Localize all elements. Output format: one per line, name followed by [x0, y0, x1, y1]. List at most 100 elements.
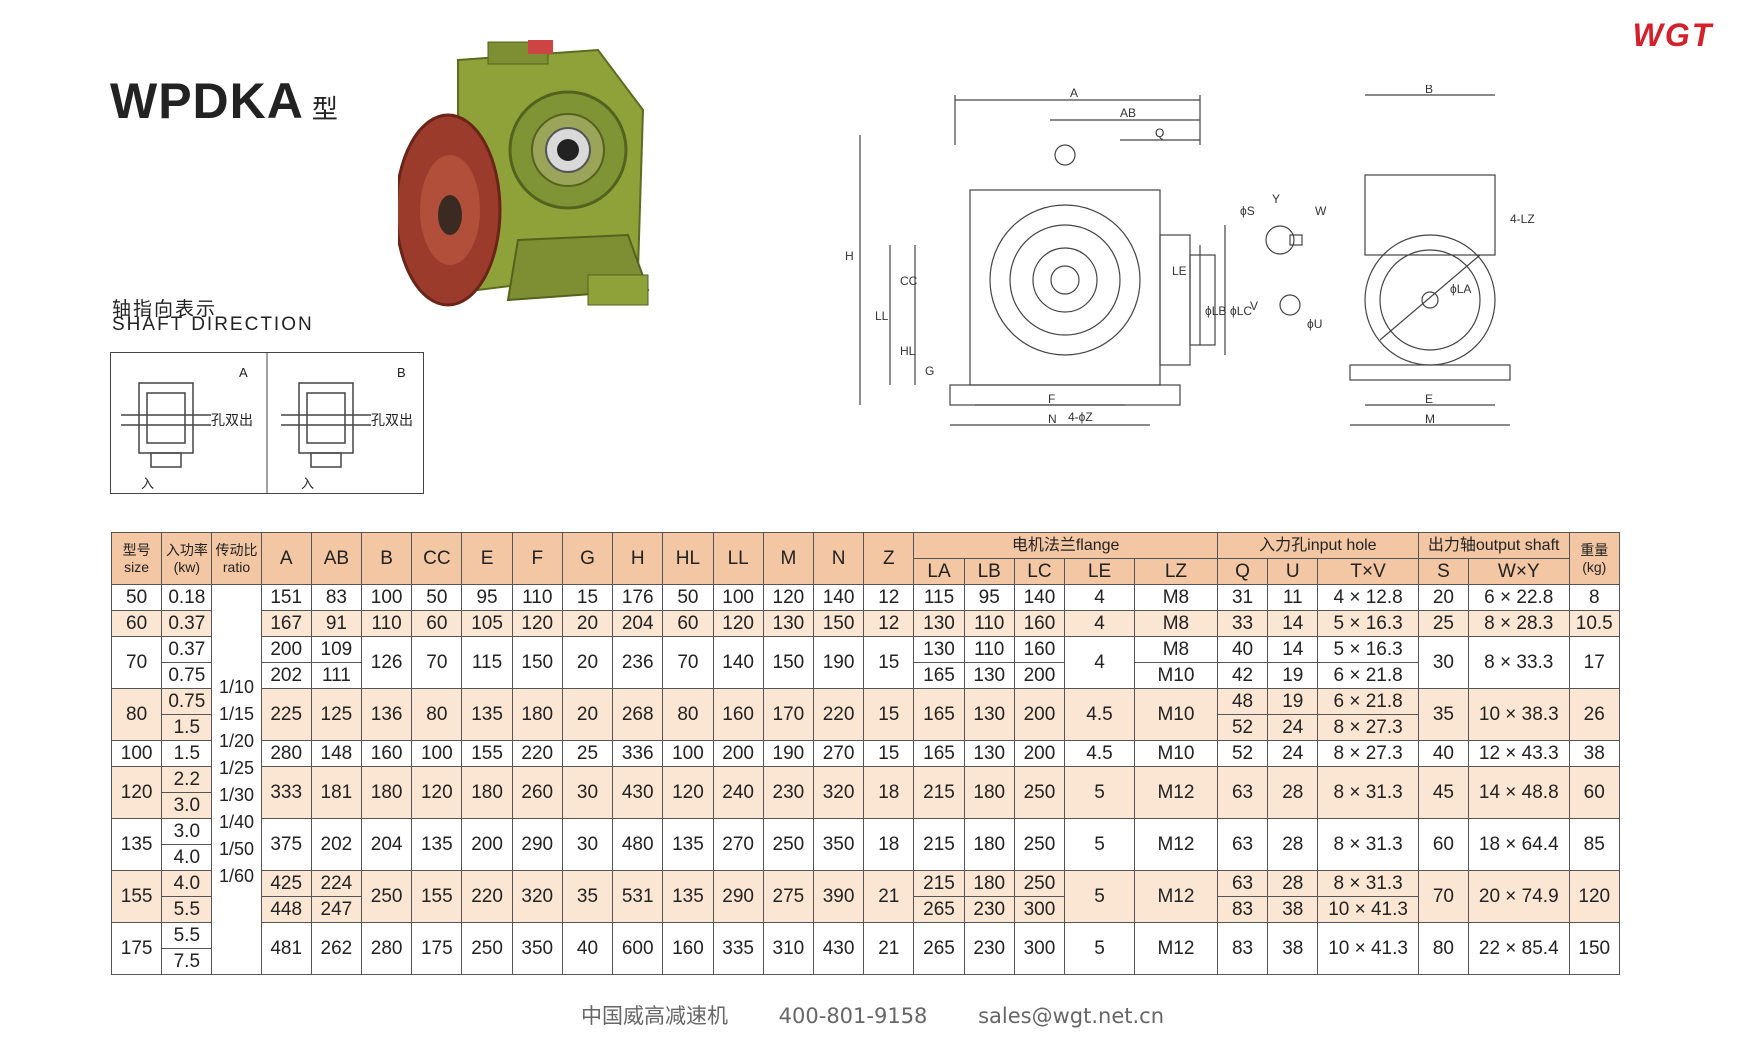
table-cell: 240 [712, 766, 764, 819]
th-hl: HL [662, 532, 714, 585]
table-cell: 60 [411, 610, 463, 637]
table-cell: 481 [260, 922, 312, 975]
th-flange: 电机法兰flange [913, 532, 1218, 559]
footer: 中国威高减速机 400-801-9158 sales@wgt.net.cn [0, 1000, 1745, 1030]
table-cell: 70 [1417, 870, 1470, 923]
table-cell: 70 [110, 636, 163, 689]
table-cell: 135 [411, 818, 463, 871]
table-cell: 63 [1216, 818, 1269, 871]
table-cell: 40 [1216, 636, 1269, 663]
ratio-value: 1/10 [218, 676, 255, 697]
table-cell: 15 [863, 636, 915, 689]
table-cell: 7.5 [161, 948, 213, 975]
dim-w: W [1315, 204, 1327, 218]
table-cell: 176 [612, 584, 664, 611]
table-cell: 4.5 [1064, 688, 1135, 741]
ratio-value: 1/60 [218, 865, 255, 886]
table-cell: 10.5 [1568, 610, 1620, 637]
table-cell: 180 [461, 766, 513, 819]
table-cell: 20 [561, 688, 614, 741]
dim-h: H [845, 249, 854, 263]
table-cell: M8 [1133, 584, 1218, 611]
table-cell: 220 [511, 740, 563, 767]
table-cell: 5 [1064, 818, 1135, 871]
table-cell: 8 × 31.3 [1317, 870, 1419, 897]
table-cell: 300 [1013, 896, 1066, 923]
table-cell: 18 [863, 818, 915, 871]
table-cell: 80 [411, 688, 463, 741]
th-ratio: 传动比 ratio [211, 532, 262, 585]
table-cell: 35 [1417, 688, 1470, 741]
table-cell: 60 [110, 610, 163, 637]
table-cell: 250 [762, 818, 814, 871]
table-cell: 80 [662, 688, 714, 741]
table-cell: 4 [1064, 584, 1135, 611]
table-cell: 115 [461, 636, 513, 689]
svg-text:WGT: WGT [1633, 17, 1714, 53]
table-cell: 250 [1013, 818, 1066, 871]
table-cell: 14 [1267, 610, 1319, 637]
table-cell: 280 [260, 740, 312, 767]
table-cell: 4.0 [161, 844, 213, 871]
th-wy: W×Y [1468, 558, 1570, 585]
ratio-value: 1/25 [218, 757, 255, 778]
table-cell: 4.0 [161, 870, 213, 897]
table-cell: 140 [1013, 584, 1066, 611]
table-cell: 28 [1267, 818, 1319, 871]
footer-email[interactable]: sales@wgt.net.cn [978, 1004, 1165, 1028]
th-lz: LZ [1133, 558, 1218, 585]
table-cell: 28 [1267, 766, 1319, 819]
th-ll: LL [712, 532, 764, 585]
table-cell: 160 [1013, 636, 1066, 663]
ratio-value: 1/30 [218, 784, 255, 805]
table-cell: 175 [110, 922, 163, 975]
table-cell: 91 [310, 610, 363, 637]
dim-cc: CC [900, 274, 918, 288]
dim-v: V [1250, 299, 1258, 313]
table-cell: 24 [1267, 740, 1319, 767]
table-cell: 2.2 [161, 766, 213, 793]
table-cell: 25 [561, 740, 614, 767]
table-cell: 8 × 31.3 [1317, 818, 1419, 871]
table-cell: 48 [1216, 688, 1269, 715]
table-cell: 83 [1216, 922, 1269, 975]
table-cell: 5 × 16.3 [1317, 610, 1419, 637]
table-cell: 30 [561, 766, 614, 819]
table-cell: 52 [1216, 714, 1269, 741]
table-cell: 480 [612, 818, 664, 871]
table-cell: 109 [310, 636, 363, 663]
table-cell: 150 [511, 636, 563, 689]
table-cell: 270 [712, 818, 764, 871]
dim-m: M [1425, 412, 1435, 426]
table-cell: 320 [511, 870, 563, 923]
table-cell: 200 [260, 636, 312, 663]
th-weight: 重量 (kg) [1568, 532, 1620, 585]
table-cell: 50 [411, 584, 463, 611]
table-cell: 38 [1568, 740, 1620, 767]
table-cell: 6 × 21.8 [1317, 688, 1419, 715]
table-cell: 135 [662, 818, 714, 871]
table-cell: 160 [662, 922, 714, 975]
th-lb: LB [963, 558, 1015, 585]
table-cell: 390 [812, 870, 865, 923]
table-cell: 4 [1064, 610, 1135, 637]
table-cell: 60 [1417, 818, 1470, 871]
table-cell: 100 [360, 584, 413, 611]
table-cell: 140 [812, 584, 865, 611]
table-cell: 375 [260, 818, 312, 871]
table-cell: 8 × 28.3 [1468, 610, 1570, 637]
table-cell: M8 [1133, 610, 1218, 637]
table-cell: 4 [1064, 636, 1135, 689]
table-cell: 200 [1013, 740, 1066, 767]
th-z: Z [863, 532, 915, 585]
table-cell: 5 × 16.3 [1317, 636, 1419, 663]
table-cell: 100 [110, 740, 163, 767]
table-cell: 130 [762, 610, 814, 637]
table-cell: 120 [110, 766, 163, 819]
dim-hl: HL [900, 344, 916, 358]
